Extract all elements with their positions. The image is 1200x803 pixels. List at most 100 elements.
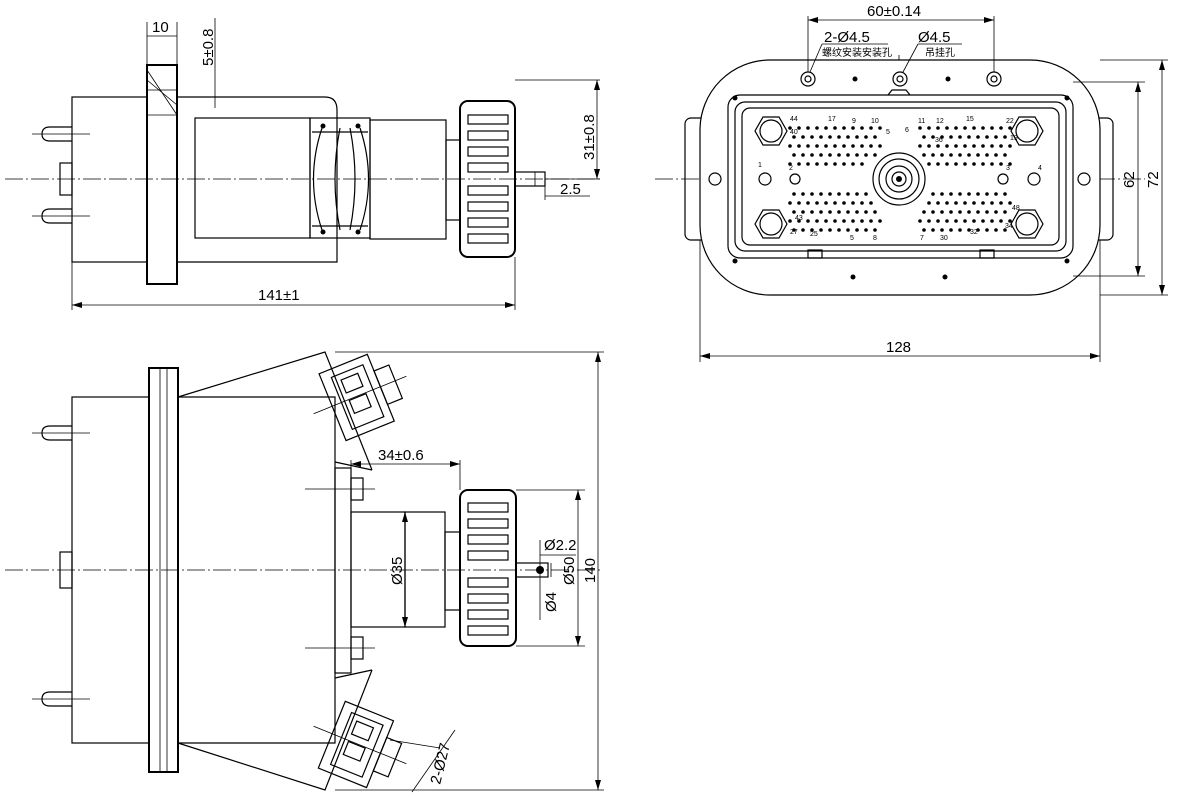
contact-pin <box>994 228 998 232</box>
contact-pin <box>810 228 814 232</box>
contact-pin <box>945 219 949 223</box>
contact-pin <box>940 153 944 157</box>
contact-pin <box>976 228 980 232</box>
svg-text:6: 6 <box>905 127 909 134</box>
hanging-hole <box>892 71 908 87</box>
contact-pin <box>945 162 949 166</box>
dim-hanging-hole: Ø4.5 <box>918 29 951 46</box>
output-shaft-top <box>515 562 549 578</box>
dim-overall-length: 141±1 <box>258 287 300 304</box>
contact-pin <box>999 219 1003 223</box>
contact-pin <box>999 126 1003 130</box>
contact-pin <box>981 219 985 223</box>
contact-pin <box>1003 228 1007 232</box>
contact-pin <box>963 201 967 205</box>
contact-pin <box>819 135 823 139</box>
contact-pin <box>985 228 989 232</box>
pin-labels: 1 2 3 4 5 6 7 8 9 10 11 12 15 17 22 44 4… <box>758 116 1042 242</box>
svg-text:7: 7 <box>920 235 924 242</box>
contact-pin <box>976 153 980 157</box>
upper-connector <box>313 353 407 442</box>
contact-pin <box>828 135 832 139</box>
side-hole-right <box>1077 172 1091 186</box>
contact-pin <box>927 126 931 130</box>
contact-pin <box>949 153 953 157</box>
contact-pin <box>788 144 792 148</box>
rear-body <box>71 96 148 263</box>
contact-pin <box>963 144 967 148</box>
contact-pin <box>972 162 976 166</box>
contact-pin <box>954 162 958 166</box>
contact-pin <box>810 135 814 139</box>
svg-text:11: 11 <box>918 118 925 125</box>
contact-pin <box>927 219 931 223</box>
contact-pin <box>824 219 828 223</box>
contact-pin <box>985 192 989 196</box>
dim-width: 128 <box>886 339 911 356</box>
front-housing <box>177 96 338 263</box>
contact-pin <box>990 219 994 223</box>
contact-pin <box>976 210 980 214</box>
dim-shaft-stub: 2.5 <box>560 181 581 198</box>
contact-pin <box>869 219 873 223</box>
dim-gear-offset: 34±0.6 <box>378 447 424 464</box>
contact-pin <box>985 135 989 139</box>
contact-pin <box>922 228 926 232</box>
dim-shaft-height: 31±0.8 <box>581 114 598 160</box>
key-notch <box>887 89 911 96</box>
side-view: 10 5±0.8 31±0.8 2.5 141±1 <box>5 18 600 310</box>
contact-pin <box>846 135 850 139</box>
front-plate <box>334 467 352 674</box>
contact-pin <box>922 135 926 139</box>
contact-4 <box>1027 172 1041 186</box>
contact-pin <box>922 210 926 214</box>
contact-pin <box>792 135 796 139</box>
contact-pin <box>788 162 792 166</box>
flange-top <box>148 367 179 773</box>
contact-pin <box>985 210 989 214</box>
contact-pin <box>788 201 792 205</box>
contact-pin <box>958 210 962 214</box>
contact-pin <box>949 192 953 196</box>
contact-pin <box>819 153 823 157</box>
contact-pin <box>851 162 855 166</box>
contact-pin <box>927 144 931 148</box>
contact-pin <box>954 219 958 223</box>
contact-pin <box>864 210 868 214</box>
contact-pin <box>972 126 976 130</box>
contact-pin <box>940 192 944 196</box>
contact-pin <box>931 135 935 139</box>
contact-pin <box>963 126 967 130</box>
contact-pin <box>837 153 841 157</box>
gearbox <box>369 119 447 240</box>
contact-pin <box>792 210 796 214</box>
dim-small-hole: Ø2.2 <box>544 537 577 554</box>
svg-text:5: 5 <box>850 235 854 242</box>
contact-pin <box>936 144 940 148</box>
lower-connector <box>313 700 407 789</box>
contact-pin <box>828 228 832 232</box>
contact-pin <box>806 162 810 166</box>
contact-pin <box>837 210 841 214</box>
dim-flange-thickness: 10 <box>152 19 169 36</box>
contact-pin <box>842 162 846 166</box>
contact-pin <box>931 192 935 196</box>
contact-pin <box>990 126 994 130</box>
contact-pin <box>878 144 882 148</box>
contact-pin <box>869 126 873 130</box>
svg-text:5: 5 <box>886 129 890 136</box>
contact-pin <box>819 210 823 214</box>
contact-pin <box>990 162 994 166</box>
front-view: 1 2 3 4 5 6 7 8 9 10 11 12 15 17 22 44 4… <box>655 3 1168 362</box>
contact-pin <box>918 126 922 130</box>
contact-pin <box>936 219 940 223</box>
contact-pin <box>994 153 998 157</box>
contact-pin <box>963 219 967 223</box>
contact-pin <box>936 201 940 205</box>
contact-pin <box>945 201 949 205</box>
contact-pin <box>846 210 850 214</box>
contact-pin <box>797 201 801 205</box>
contact-pin <box>972 219 976 223</box>
contact-pin <box>1008 144 1012 148</box>
contact-pin <box>846 228 850 232</box>
